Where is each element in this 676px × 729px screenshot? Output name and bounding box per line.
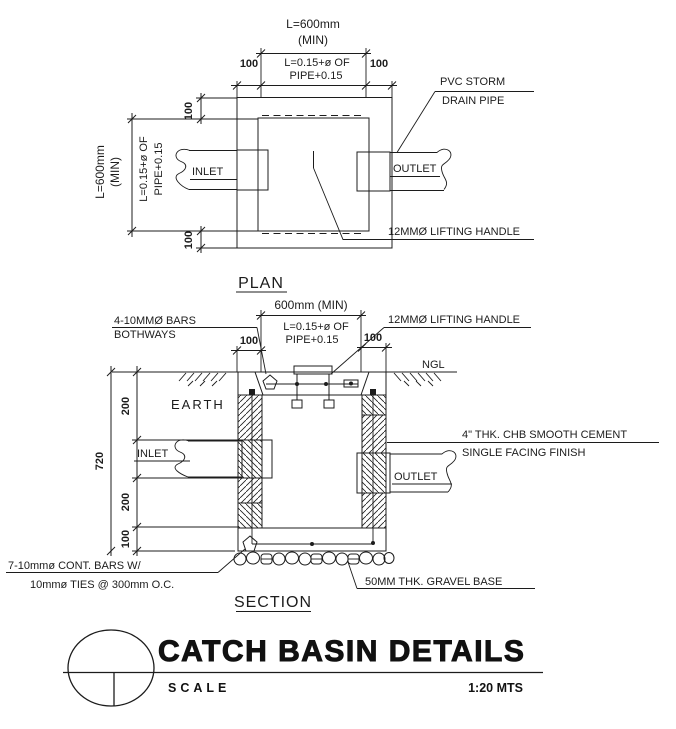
pipe-break-symbol	[175, 148, 191, 190]
dim-wall-left: 100	[240, 335, 258, 347]
section-lifting-handle-label: 12MMØ LIFTING HANDLE	[388, 314, 520, 326]
dim-wall-left: 100	[240, 58, 258, 70]
pvc-label-line2: DRAIN PIPE	[442, 95, 504, 107]
chb-label-line1: 4" THK. CHB SMOOTH CEMENT	[462, 429, 627, 441]
section-chb-callout: 4" THK. CHB SMOOTH CEMENT SINGLE FACING …	[387, 429, 659, 459]
dim-inner-width-1: L=0.15+ø OF	[284, 57, 350, 69]
dim-inner-width-2: PIPE+0.15	[290, 70, 343, 82]
section-view: 600mm (MIN) L=0.15+ø OF PIPE+0.15 100 10…	[6, 298, 659, 612]
dim-inner-height-1: L=0.15+ø OF	[138, 136, 150, 202]
plan-view: INLET OUTLET 12MMØ LIFTING HANDLE PVC ST…	[93, 17, 534, 293]
section-outlet-label: OUTLET	[394, 471, 438, 483]
contbars-label-line2: 10mmø TIES @ 300mm O.C.	[30, 579, 174, 591]
pvc-label-line1: PVC STORM	[440, 76, 505, 88]
dim-overall-width: L=600mm	[286, 17, 340, 31]
gravel-base	[233, 551, 395, 566]
earth-hatch-left	[178, 372, 227, 387]
section-handle-callout: 12MMØ LIFTING HANDLE	[330, 314, 531, 375]
contbars-label-line1: 7-10mmø CONT. BARS W/	[8, 560, 142, 572]
plan-title: PLAN	[236, 275, 287, 293]
sheet-title: CATCH BASIN DETAILS	[158, 635, 525, 668]
dim-depth-mid: 200	[120, 493, 132, 511]
bars-label-line2: BOTHWAYS	[114, 329, 176, 341]
section-ground: NGL	[112, 359, 457, 412]
title-block: CATCH BASIN DETAILS SCALE 1:20 MTS	[63, 629, 543, 707]
north-symbol-circle	[67, 629, 155, 707]
plan-lifting-handle: 12MMØ LIFTING HANDLE	[313, 151, 534, 240]
earth-label: EARTH	[171, 397, 225, 412]
chb-label-line2: SINGLE FACING FINISH	[462, 447, 586, 459]
bottom-slab	[237, 527, 387, 552]
section-title-text: SECTION	[234, 594, 312, 611]
section-outlet-pipe: OUTLET	[356, 450, 457, 494]
plan-outlet-pipe: OUTLET	[356, 148, 452, 192]
dim-width: 600mm (MIN)	[274, 298, 347, 312]
lifting-handle-hook-left	[291, 399, 303, 409]
cover-anchor-pin	[262, 374, 278, 390]
plan-inlet-pipe: INLET	[175, 148, 269, 191]
section-inlet-label: INLET	[137, 448, 168, 460]
section-bars-callout: 4-10MMØ BARS BOTHWAYS	[112, 315, 267, 375]
pipe-break-symbol	[436, 148, 452, 190]
dim-depth-top: 200	[120, 397, 132, 415]
section-inlet-pipe: INLET	[134, 439, 273, 479]
wall-right	[361, 394, 387, 529]
pipe-break-symbol	[441, 450, 457, 493]
dim-wall-right: 100	[370, 58, 388, 70]
plan-lifting-handle-label: 12MMØ LIFTING HANDLE	[388, 226, 520, 238]
section-structure	[233, 365, 395, 566]
pipe-break-symbol	[174, 439, 190, 478]
dim-wall-top: 100	[183, 102, 195, 120]
scale-value: 1:20 MTS	[468, 681, 523, 695]
plan-dimensions-top: L=600mm (MIN) 100 L=0.15+ø OF PIPE+0.15 …	[231, 17, 397, 98]
dim-inner-height-2: PIPE+0.15	[153, 143, 165, 196]
plan-pvc-callout: PVC STORM DRAIN PIPE	[396, 76, 534, 153]
plan-inlet-label: INLET	[192, 166, 223, 178]
dim-overall-height-2: (MIN)	[108, 157, 122, 187]
plan-outlet-label: OUTLET	[393, 163, 437, 175]
dim-depth-bottom: 100	[120, 530, 132, 548]
dim-overall-width-min: (MIN)	[298, 33, 328, 47]
section-dimensions-left: 720 200 200 100	[94, 366, 242, 556]
cover-rebar	[262, 374, 359, 390]
scale-label: SCALE	[168, 681, 230, 695]
plan-dimensions-left: 100 100 L=600mm (MIN) L=0.15+ø OF PIPE+0…	[93, 93, 258, 253]
gravel-label: 50MM THK. GRAVEL BASE	[365, 576, 502, 588]
section-contbars-callout: 7-10mmø CONT. BARS W/ 10mmø TIES @ 300mm…	[6, 548, 246, 591]
section-gravel-callout: 50MM THK. GRAVEL BASE	[347, 561, 535, 589]
earth-hatch-right	[393, 372, 442, 387]
lifting-handle-hook-right	[323, 399, 335, 409]
bars-label-line1: 4-10MMØ BARS	[114, 315, 196, 327]
dim-wall-bottom: 100	[183, 231, 195, 249]
dim-inner-2: PIPE+0.15	[286, 334, 339, 346]
section-dimensions-top: 600mm (MIN) L=0.15+ø OF PIPE+0.15 100 10…	[231, 298, 392, 372]
plan-basin-outline	[236, 97, 393, 249]
dim-inner-1: L=0.15+ø OF	[283, 321, 349, 333]
lifting-handle-bar	[293, 365, 333, 375]
dim-total-depth: 720	[94, 452, 106, 470]
section-title: SECTION	[234, 594, 312, 612]
dim-overall-height-1: L=600mm	[93, 145, 107, 199]
slab-anchor-pin	[242, 535, 258, 552]
plan-title-text: PLAN	[238, 275, 284, 292]
ngl-label: NGL	[422, 359, 445, 371]
